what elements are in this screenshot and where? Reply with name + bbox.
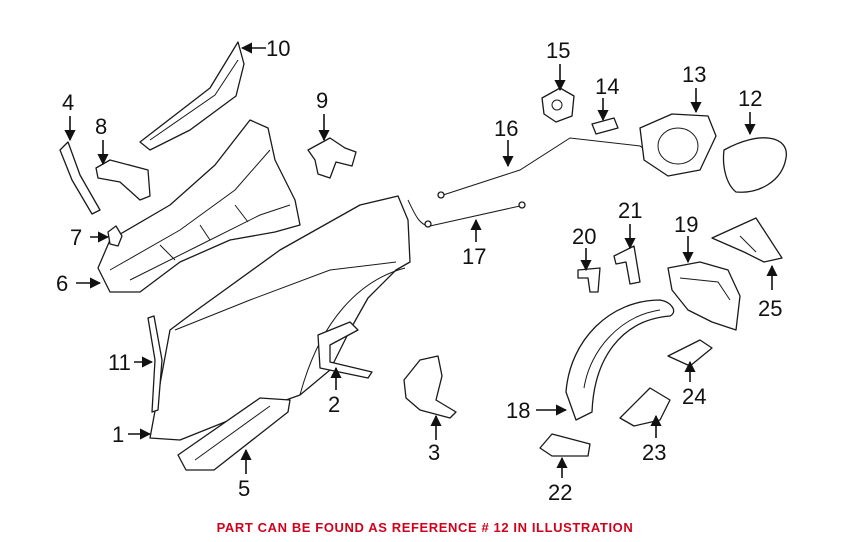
part-13-housing: [639, 113, 717, 177]
part-19-liner: [667, 261, 741, 331]
callout-8: 8: [95, 114, 107, 139]
callout-labels: 10 4 8 7 6 9 11 1 5 2 3 15 14 13 12 16 1…: [56, 36, 782, 505]
callout-7: 7: [70, 225, 82, 250]
part-24-trim: [667, 339, 713, 367]
callout-21: 21: [618, 198, 642, 223]
part-23-trim: [619, 387, 671, 427]
part-16-cable: [437, 137, 661, 199]
part-5-reinforcement: [177, 397, 291, 471]
part-17-cable: [407, 199, 526, 228]
part-9-bracket: [307, 137, 357, 179]
callout-19: 19: [674, 212, 698, 237]
part-4-strip: [59, 141, 101, 215]
callout-22: 22: [548, 480, 572, 505]
part-20-bracket: [577, 267, 601, 293]
leader-lines: [64, 42, 778, 478]
part-7-clip: [107, 225, 123, 247]
callout-10: 10: [266, 36, 290, 61]
part-21-bracket: [613, 245, 641, 285]
callout-17: 17: [462, 244, 486, 269]
part-25-trim: [711, 217, 783, 263]
callout-16: 16: [494, 116, 518, 141]
callout-18: 18: [506, 398, 530, 423]
callout-14: 14: [595, 74, 619, 99]
callout-5: 5: [238, 476, 250, 501]
callout-13: 13: [682, 62, 706, 87]
callout-23: 23: [642, 440, 666, 465]
part-15-actuator: [541, 87, 575, 123]
callout-2: 2: [328, 392, 340, 417]
part-12-fuel-door: [722, 137, 787, 193]
callout-12: 12: [738, 86, 762, 111]
callout-9: 9: [316, 88, 328, 113]
part-11-seal: [147, 315, 163, 413]
reference-note: PART CAN BE FOUND AS REFERENCE # 12 IN I…: [216, 520, 634, 535]
callout-4: 4: [62, 90, 74, 115]
part-18-liner: [565, 299, 675, 421]
part-10-cowl-panel: [139, 41, 245, 151]
callout-11: 11: [108, 350, 131, 375]
part-6-inner-panel: [97, 119, 301, 293]
callout-1: 1: [112, 422, 124, 447]
part-22-flap: [539, 433, 591, 457]
callout-25: 25: [758, 296, 782, 321]
part-14-pin: [591, 117, 619, 135]
callout-20: 20: [572, 224, 596, 249]
callout-24: 24: [682, 384, 706, 409]
callout-15: 15: [546, 38, 570, 63]
callout-3: 3: [428, 440, 440, 465]
part-3-support: [403, 355, 457, 419]
callout-6: 6: [56, 271, 68, 296]
part-8-bracket: [95, 159, 151, 201]
